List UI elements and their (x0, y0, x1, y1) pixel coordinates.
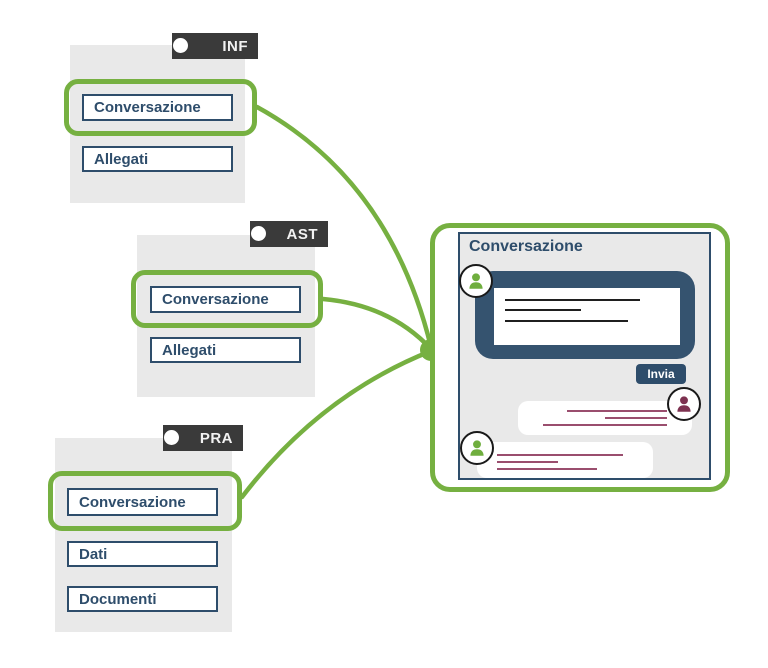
tab-pra-label: PRA (199, 429, 233, 447)
text-line (497, 461, 558, 463)
chat-title: Conversazione (469, 238, 583, 255)
text-line (605, 417, 667, 419)
tab-ast: AST (250, 221, 328, 247)
user-avatar-icon (460, 431, 494, 465)
user-avatar-icon (459, 264, 493, 298)
pra-dati-button[interactable]: Dati (67, 541, 218, 567)
ast-allegati-button[interactable]: Allegati (150, 337, 301, 363)
text-line (497, 454, 623, 456)
connector-inf-to-chat (254, 104, 434, 350)
user-avatar-icon (667, 387, 701, 421)
inf-conversazione-button[interactable]: Conversazione (82, 94, 233, 121)
tab-inf-label: INF (222, 37, 248, 55)
text-line (505, 299, 640, 301)
tab-pra: PRA (163, 425, 243, 451)
text-line (505, 309, 581, 311)
button-label: Dati (79, 545, 108, 563)
tab-ast-label: AST (286, 225, 318, 243)
highlight-outline-ast (131, 270, 323, 328)
button-label: Allegati (162, 341, 217, 359)
button-label: Conversazione (94, 99, 201, 116)
message-input[interactable] (494, 288, 680, 345)
highlight-outline-pra (48, 471, 242, 531)
pra-conversazione-button[interactable]: Conversazione (67, 488, 218, 516)
text-line (567, 410, 667, 412)
inf-allegati-button[interactable]: Allegati (82, 146, 233, 172)
invia-button[interactable]: Invia (636, 364, 686, 384)
connector-pra-to-chat (239, 348, 434, 500)
button-label: Allegati (94, 150, 149, 168)
pra-documenti-button[interactable]: Documenti (67, 586, 218, 612)
connector-ast-to-chat (320, 296, 434, 352)
highlight-outline-inf (64, 79, 257, 136)
text-line (505, 320, 628, 322)
tab-inf: INF (172, 33, 258, 59)
text-line (543, 424, 667, 426)
button-label: Conversazione (79, 493, 186, 511)
text-line (497, 468, 597, 470)
card-inf-background (70, 45, 245, 203)
card-ast-background (137, 235, 315, 397)
ast-conversazione-button[interactable]: Conversazione (150, 286, 301, 313)
message-bubble (477, 442, 653, 478)
button-label: Documenti (79, 590, 157, 608)
button-label: Conversazione (162, 291, 269, 308)
